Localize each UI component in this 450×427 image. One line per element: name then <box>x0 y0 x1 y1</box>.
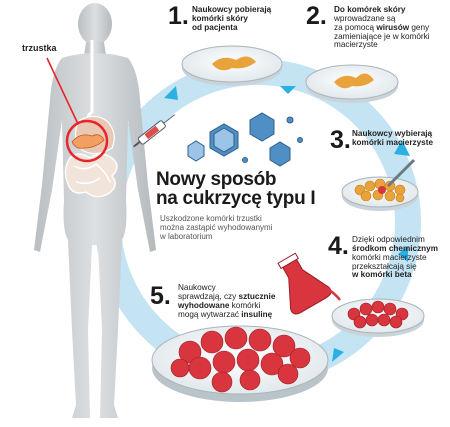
step-text-run: przekształcają się <box>352 261 417 271</box>
petri-dish-1 <box>181 45 283 86</box>
step-text-run: Do komórek skóry <box>334 5 406 14</box>
step-text-run: Naukowcy <box>178 283 216 292</box>
step-4-line: przekształcają się <box>352 261 438 272</box>
step-3-line: komórki macierzyste <box>352 137 434 148</box>
petri-dish-3 <box>341 158 419 211</box>
step-text-run: sztucznie <box>238 291 276 301</box>
step-2-line: zamieniające je w komórki <box>334 31 430 42</box>
petri-dish-5 <box>151 325 329 402</box>
step-1-line: komórki skóry <box>192 13 271 24</box>
step-text-run: insulinę <box>241 309 273 319</box>
step-text-run: za pomocą <box>334 22 377 32</box>
step-1-number: 1. <box>168 2 189 30</box>
step-2-line: Do komórek skóry <box>334 5 430 15</box>
step-2-number: 2. <box>306 2 327 30</box>
step-4-line: środkom chemicznym <box>352 243 438 254</box>
organ-label: trzustka <box>22 43 57 53</box>
step-text-run: od pacjenta <box>192 22 238 32</box>
step-1-line: od pacjenta <box>192 22 271 33</box>
step-text-run: macierzyste <box>334 40 378 50</box>
step-4-line: komórki macierzyste <box>352 252 438 263</box>
step-text-run: wprowadzane są <box>334 13 396 23</box>
step-text-run: geny <box>409 22 430 32</box>
human-body <box>34 3 156 418</box>
step-2-line: za pomocą wirusów geny <box>334 22 430 33</box>
step-2-line: wprowadzane są <box>334 13 430 24</box>
step-5-line: Naukowcy <box>178 283 275 293</box>
step-5-line: wyhodowane komórki <box>178 300 275 311</box>
petri-dish-4 <box>331 298 425 337</box>
step-text-run: Naukowcy wybierają <box>352 129 433 138</box>
step-text-run: mogą wytwarzać <box>178 309 242 319</box>
page-subtitle-line-1: Uszkodzone komórki trzustki <box>160 214 262 223</box>
step-4-number: 4. <box>328 232 349 260</box>
page-subtitle: Uszkodzone komórki trzustki można zastąp… <box>160 214 273 242</box>
pancreas-highlight <box>46 57 109 163</box>
step-text-run: zamieniające je w komórki <box>334 31 430 41</box>
step-text-run: sprawdzają, czy <box>178 291 239 301</box>
step-3-number: 3. <box>330 126 351 154</box>
syringe-icon <box>133 114 176 148</box>
step-text-run: Dzięki odpowiednim <box>352 235 425 244</box>
page-title: Nowy sposób na cukrzycę typu I <box>156 169 316 210</box>
step-text-run: wyhodowane <box>178 300 230 310</box>
step-text-run: Naukowcy pobierają <box>192 5 272 14</box>
step-3-line: Naukowcy wybierają <box>352 129 433 139</box>
page-subtitle-line-3: w laboratorium <box>160 232 213 242</box>
step-text-run: w komórki beta <box>352 270 412 280</box>
flask-pour <box>319 282 341 301</box>
step-5-number: 5. <box>150 282 171 310</box>
page-title-line-1: Nowy sposób <box>156 169 277 190</box>
step-1-line: Naukowcy pobierają <box>192 5 272 15</box>
step-5-line: mogą wytwarzać insulinę <box>178 309 275 320</box>
cycle-arrows <box>164 86 410 362</box>
step-5-line: sprawdzają, czy sztucznie <box>178 291 276 302</box>
step-4-line: w komórki beta <box>352 271 438 280</box>
step-text-run: wirusów <box>376 22 410 32</box>
step-text-run: komórki macierzyste <box>352 252 427 262</box>
step-text-run: komórki macierzyste <box>352 137 434 147</box>
page-title-line-2: na cukrzycę typu I <box>156 188 316 210</box>
step-text-run: komórki skóry <box>192 13 248 23</box>
step-text-run: komórki <box>229 300 261 310</box>
step-4-line: Dzięki odpowiednim <box>352 235 438 245</box>
page-subtitle-line-2: można zastąpić wyhodowanymi <box>160 223 273 233</box>
flask-icon <box>277 252 332 315</box>
step-text-run: środkom chemicznym <box>352 243 438 253</box>
petri-dish-2 <box>305 64 399 103</box>
virus-particles-icon <box>187 112 303 167</box>
step-2-line: macierzyste <box>334 41 430 50</box>
